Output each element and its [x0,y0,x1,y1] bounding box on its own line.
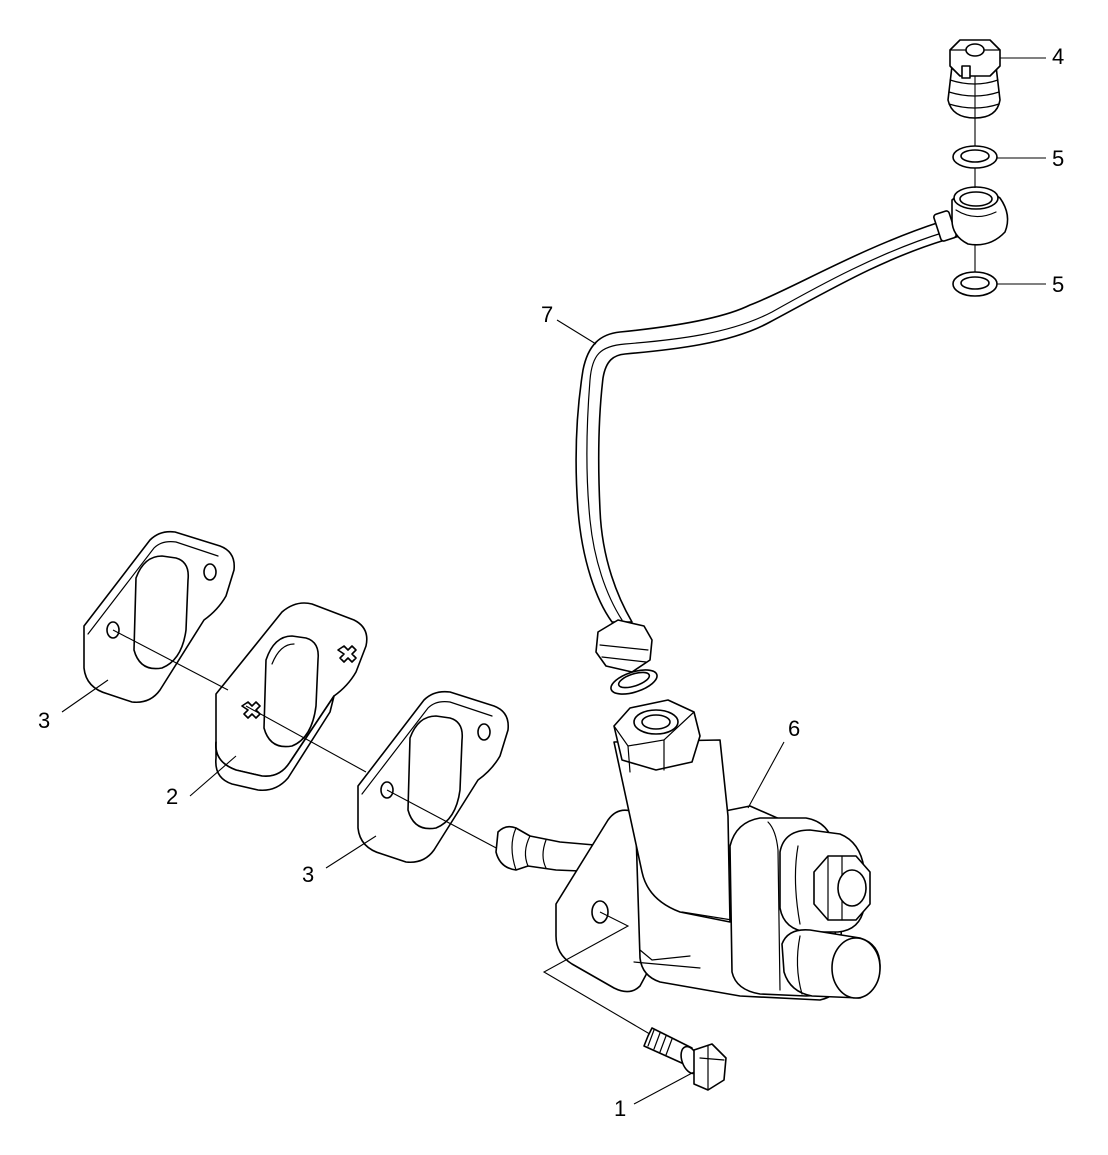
leader-lines [61,57,1046,1105]
callout-2: 2 [166,784,178,809]
callout-1: 1 [614,1096,626,1121]
alignment-line-3 [386,789,501,851]
banjo-bolt [947,39,1001,119]
line-fitting-nut [595,619,658,695]
callout-6: 6 [788,716,800,741]
callout-4: 4 [1052,44,1064,69]
callout-3-bottom: 3 [302,862,314,887]
washer-bottom [952,271,998,297]
gasket-top [83,530,236,704]
alignment-line-bolt-hole [542,911,661,1041]
gasket-bottom [357,690,510,864]
alignment-line-1 [112,629,229,691]
feed-pump [495,699,881,1001]
flange-bolt [643,1027,727,1091]
callout-7: 7 [541,302,553,327]
fuel-line [575,186,1009,623]
washer-top [952,145,998,169]
callout-5-top: 5 [1052,146,1064,171]
spacer-block [215,602,368,792]
callout-3-top: 3 [38,708,50,733]
callout-5-bottom: 5 [1052,272,1064,297]
alignment-line-2 [245,705,367,773]
